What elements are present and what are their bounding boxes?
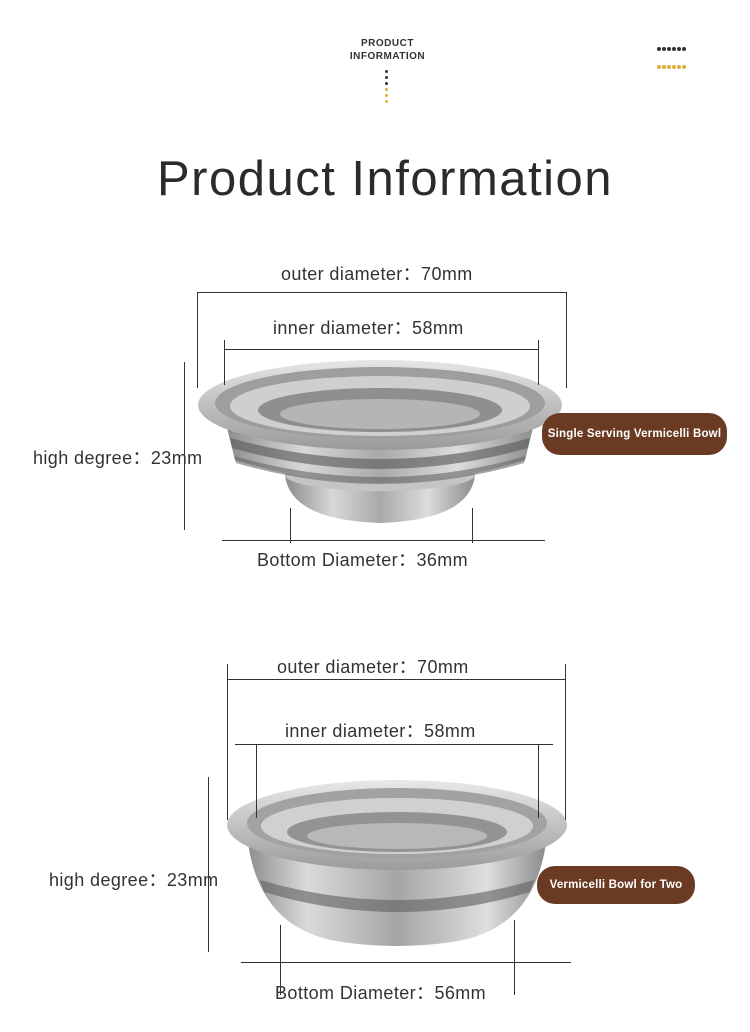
product-tag: Single Serving Vermicelli Bowl bbox=[542, 413, 727, 455]
inner-diameter-line bbox=[235, 744, 553, 745]
section-label-line2: INFORMATION bbox=[349, 51, 426, 62]
height-label: high degree：23mm bbox=[33, 448, 203, 468]
inner-diameter-line bbox=[224, 349, 538, 350]
product-tag: Vermicelli Bowl for Two bbox=[537, 866, 695, 904]
outer-diameter-label: outer diameter：70mm bbox=[281, 264, 473, 284]
bottom-diameter-line bbox=[241, 962, 571, 963]
inner-diameter-label: inner diameter：58mm bbox=[285, 721, 476, 741]
dot-grid-icon bbox=[657, 39, 697, 75]
height-label: high degree：23mm bbox=[49, 870, 219, 890]
double-bowl-image bbox=[227, 780, 567, 946]
page-title: Product Information bbox=[156, 151, 614, 206]
bottom-diameter-label: Bottom Diameter：56mm bbox=[275, 983, 487, 1003]
outer-diameter-line bbox=[197, 292, 567, 293]
single-bowl-image bbox=[198, 360, 562, 523]
inner-diameter-label: inner diameter：58mm bbox=[273, 318, 464, 338]
height-line bbox=[208, 777, 209, 952]
section-label: PRODUCT INFORMATION bbox=[330, 37, 445, 63]
bottom-diameter-label: Bottom Diameter：36mm bbox=[257, 550, 469, 570]
vertical-dots-icon bbox=[384, 70, 389, 106]
bottom-diameter-line bbox=[222, 540, 545, 541]
section-label-line1: PRODUCT bbox=[361, 38, 414, 49]
outer-diameter-label: outer diameter：70mm bbox=[277, 657, 469, 677]
height-line bbox=[184, 362, 185, 530]
outer-diameter-line bbox=[227, 679, 565, 680]
